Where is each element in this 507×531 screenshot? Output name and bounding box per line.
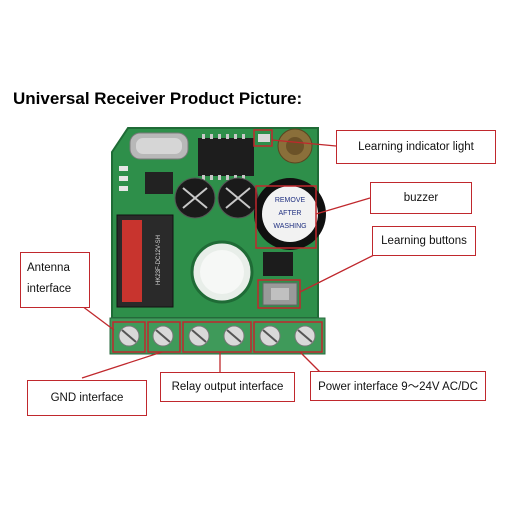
terminal-block [109,317,326,355]
highlight-antenna-terminal [112,321,146,353]
gnd-interface-label: GND interface [27,380,147,416]
buzzer-sticker-line1: REMOVE [275,197,306,204]
learning-led [258,134,270,142]
buzzer-sticker-line2: AFTER [279,210,302,217]
highlight-gnd-terminal [147,321,181,353]
relay-marking: HK23F-DC12V-SH [156,235,162,285]
learning-indicator-label: Learning indicator light [336,130,496,164]
highlight-power-terminals [253,321,323,353]
buzzer-sticker-line3: WASHING [273,223,306,230]
power-interface-label: Power interface 9～24V AC/DC [310,371,486,401]
ic-chip [198,138,254,176]
highlight-buzzer [255,185,317,249]
highlight-relay-terminals [182,321,252,353]
leader-buzzer [315,197,371,215]
leader-gnd [81,351,163,379]
highlight-button [257,279,301,309]
leader-led [271,139,337,147]
small-chip [145,172,173,194]
leader-power [299,351,321,373]
antenna-label-line1: Antenna [27,262,70,274]
leader-button [299,251,381,293]
relay-output-interface-label: Relay output interface [160,372,295,402]
buzzer-label: buzzer [370,182,472,214]
page-title: Universal Receiver Product Picture: [13,89,303,108]
leader-antenna [81,305,115,331]
voltage-regulator [263,252,293,276]
antenna-label-line2: interface [27,283,72,295]
learning-buttons-label: Learning buttons [372,226,476,256]
antenna-interface-label: Antenna interface [20,252,90,308]
highlight-led [253,129,273,147]
